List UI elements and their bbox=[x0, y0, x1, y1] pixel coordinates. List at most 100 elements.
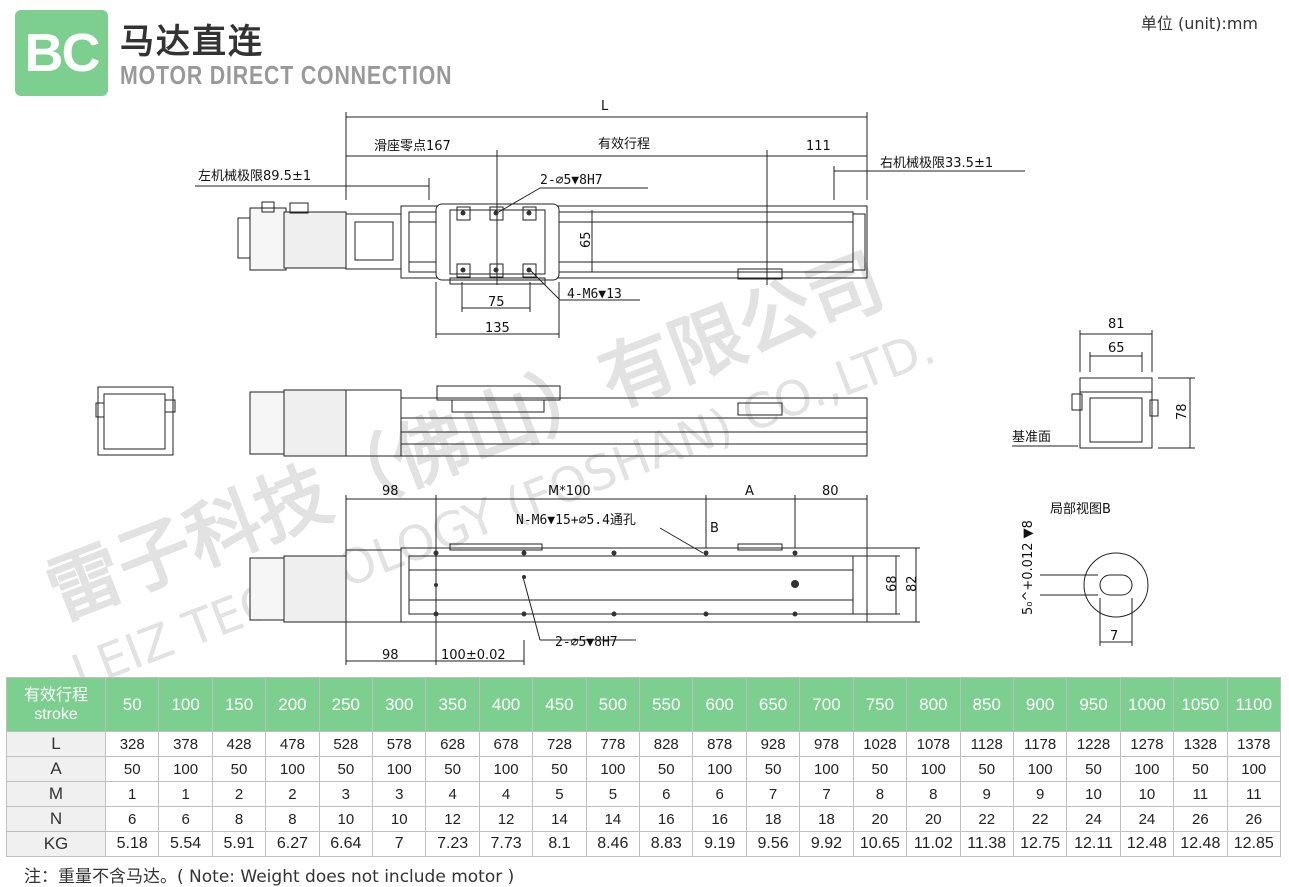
table-cell: 5.91 bbox=[211, 831, 267, 857]
dim-effective-stroke: 有效行程 bbox=[598, 137, 650, 152]
table-cell: 50 bbox=[211, 756, 267, 782]
table-cell: 6.27 bbox=[265, 831, 320, 857]
dim-pin-holes-bottom: 2-⌀5▼8H7 bbox=[555, 635, 618, 650]
table-cell: 10 bbox=[1119, 781, 1175, 807]
dim-7: 7 bbox=[1110, 629, 1118, 644]
table-cell: 6 bbox=[104, 806, 160, 832]
table-cell: 3 bbox=[372, 781, 427, 807]
dim-81: 81 bbox=[1108, 317, 1125, 332]
header-label-cn: 有效行程 bbox=[23, 686, 88, 704]
table-cell: 1 bbox=[158, 781, 213, 807]
dim-100-tolerance: 100±0.02 bbox=[441, 648, 506, 663]
table-cell: 678 bbox=[478, 731, 534, 757]
table-cell: 26 bbox=[1226, 806, 1282, 832]
dim-68: 68 bbox=[885, 575, 900, 592]
side-view bbox=[249, 385, 868, 457]
table-cell: 7.73 bbox=[478, 831, 534, 857]
dim-135: 135 bbox=[485, 321, 510, 336]
table-cell: 100 bbox=[478, 756, 534, 782]
dim-slot-tolerance: 5₀^+0.012 ▼8 bbox=[1021, 520, 1036, 615]
table-cell: 12.75 bbox=[1012, 831, 1068, 857]
header-stroke-cell: 300 bbox=[372, 677, 427, 732]
table-cell: 100 bbox=[692, 756, 747, 782]
table-cell: 5.54 bbox=[158, 831, 213, 857]
dim-right-limit: 右机械极限33.5±1 bbox=[880, 156, 993, 171]
header-label-en: stroke bbox=[34, 705, 78, 723]
header-stroke-cell: 250 bbox=[318, 677, 374, 732]
table-cell: 7.23 bbox=[425, 831, 480, 857]
header-stroke-label: 有效行程 stroke bbox=[6, 677, 106, 732]
table-cell: 50 bbox=[959, 756, 1014, 782]
table-cell: 2 bbox=[265, 781, 320, 807]
header-stroke-cell: 1000 bbox=[1119, 677, 1175, 732]
table-cell: 50 bbox=[318, 756, 374, 782]
table-cell: 928 bbox=[745, 731, 801, 757]
table-cell: 50 bbox=[639, 756, 694, 782]
table-cell: 7 bbox=[745, 781, 801, 807]
table-cell: 8 bbox=[906, 781, 961, 807]
table-cell: 528 bbox=[318, 731, 374, 757]
dim-slide-zero: 滑座零点167 bbox=[374, 139, 451, 154]
dim-82: 82 bbox=[905, 575, 920, 592]
dim-78: 78 bbox=[1175, 403, 1190, 420]
table-cell: 1228 bbox=[1066, 731, 1121, 757]
header-stroke-cell: 450 bbox=[532, 677, 587, 732]
table-cell: 1278 bbox=[1119, 731, 1175, 757]
table-cell: 4 bbox=[478, 781, 534, 807]
label-base-face: 基准面 bbox=[1012, 430, 1051, 445]
header-stroke-cell: 750 bbox=[852, 677, 908, 732]
table-cell: 22 bbox=[1012, 806, 1068, 832]
table-cell: 16 bbox=[639, 806, 694, 832]
table-cell: 12.48 bbox=[1173, 831, 1228, 857]
end-view-right bbox=[1012, 330, 1195, 449]
table-cell: 6 bbox=[639, 781, 694, 807]
table-cell: 2 bbox=[211, 781, 267, 807]
dimension-labels: L 滑座零点167 有效行程 111 左机械极限89.5±1 右机械极限33.5… bbox=[198, 99, 1190, 663]
table-cell: 9 bbox=[1012, 781, 1068, 807]
header-stroke-cell: 100 bbox=[158, 677, 213, 732]
table-cell: 5.18 bbox=[104, 831, 160, 857]
dim-65-vertical: 65 bbox=[579, 231, 594, 248]
table-cell: 10 bbox=[318, 806, 374, 832]
table-cell: 50 bbox=[1066, 756, 1121, 782]
table-cell: 9.56 bbox=[745, 831, 801, 857]
table-cell: 6.64 bbox=[318, 831, 374, 857]
table-cell: 9 bbox=[959, 781, 1014, 807]
page-title-en: MOTOR DIRECT CONNECTION bbox=[120, 60, 453, 90]
dim-65-end: 65 bbox=[1108, 341, 1125, 356]
table-cell: 1378 bbox=[1226, 731, 1282, 757]
end-view-left bbox=[95, 386, 176, 456]
table-cell: 778 bbox=[585, 731, 641, 757]
table-cell: 12 bbox=[478, 806, 534, 832]
table-cell: 100 bbox=[906, 756, 961, 782]
dim-left-limit: 左机械极限89.5±1 bbox=[198, 169, 311, 184]
header-stroke-cell: 500 bbox=[585, 677, 641, 732]
dim-A: A bbox=[745, 484, 754, 499]
header-stroke-cell: 50 bbox=[104, 677, 160, 732]
table-cell: 26 bbox=[1173, 806, 1228, 832]
table-cell: 50 bbox=[532, 756, 587, 782]
table-cell: 5 bbox=[585, 781, 641, 807]
table-cell: 12 bbox=[425, 806, 480, 832]
header-stroke-cell: 650 bbox=[745, 677, 801, 732]
dim-L: L bbox=[601, 99, 609, 114]
table-cell: 8 bbox=[852, 781, 908, 807]
dim-mount-holes: N-M6▼15+⌀5.4通孔 bbox=[516, 513, 636, 528]
unit-label: 单位 (unit):mm bbox=[1140, 14, 1258, 33]
table-cell: 9.92 bbox=[799, 831, 854, 857]
table-cell: 10 bbox=[1066, 781, 1121, 807]
table-cell: 1328 bbox=[1173, 731, 1228, 757]
dim-98-bottom: 98 bbox=[382, 648, 399, 663]
row-label: A bbox=[6, 756, 106, 782]
table-cell: 378 bbox=[158, 731, 213, 757]
table-cell: 4 bbox=[425, 781, 480, 807]
table-cell: 10 bbox=[372, 806, 427, 832]
table-cell: 8 bbox=[265, 806, 320, 832]
table-cell: 50 bbox=[852, 756, 908, 782]
table-cell: 100 bbox=[158, 756, 213, 782]
